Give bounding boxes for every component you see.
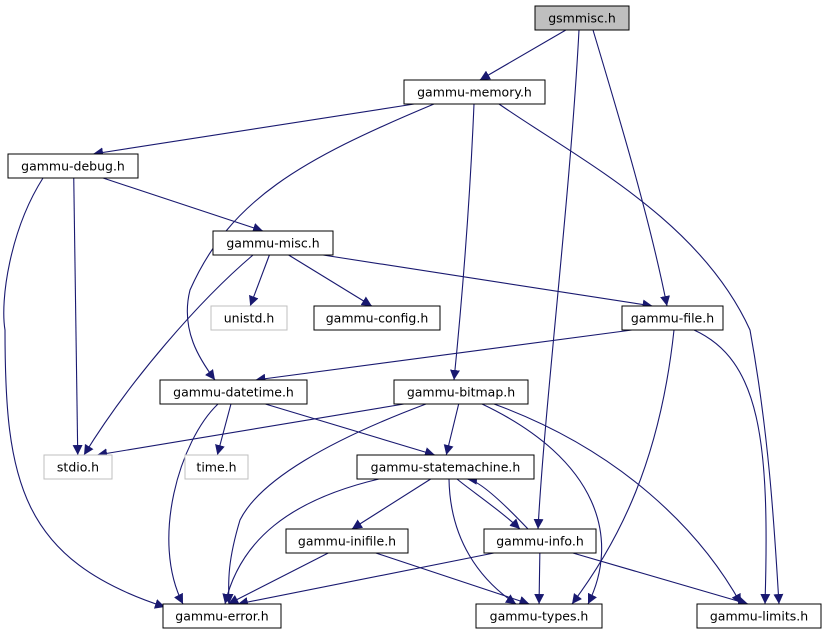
node-box-misc: [212, 230, 334, 256]
edge-file-to-datetime: [255, 329, 633, 384]
edge-misc-to-unistd: [249, 254, 270, 307]
edge-misc-to-stdio: [83, 254, 254, 456]
node-box-statemachine: [356, 454, 535, 480]
node-error[interactable]: gammu-error.h: [162, 603, 282, 629]
node-box-error: [162, 603, 282, 629]
node-label-statemachine: gammu-statemachine.h: [371, 460, 521, 475]
node-label-config: gammu-config.h: [326, 311, 429, 326]
node-limits[interactable]: gammu-limits.h: [696, 603, 822, 629]
edge-datetime-to-statemachine: [265, 403, 436, 457]
edge-file-to-types: [571, 329, 675, 605]
node-label-types: gammu-types.h: [490, 609, 589, 624]
node-box-time: [184, 454, 249, 480]
edge-info-to-types: [534, 552, 545, 605]
node-misc[interactable]: gammu-misc.h: [212, 230, 334, 256]
edge-debug-to-error: [3, 177, 166, 609]
node-unistd: unistd.h: [210, 305, 288, 331]
node-box-debug: [7, 153, 139, 179]
node-box-limits: [696, 603, 822, 629]
edge-bitmap-to-stdio: [97, 403, 405, 459]
node-label-debug: gammu-debug.h: [21, 159, 125, 174]
edge-misc-to-file: [322, 254, 653, 310]
node-debug[interactable]: gammu-debug.h: [7, 153, 139, 179]
node-box-types: [475, 603, 603, 629]
edge-datetime-to-error: [168, 403, 219, 605]
edge-memory-to-datetime: [186, 103, 435, 381]
edge-misc-to-config: [288, 254, 373, 307]
node-box-bitmap: [393, 379, 529, 405]
node-box-unistd: [210, 305, 288, 331]
node-label-inifile: gammu-inifile.h: [298, 534, 396, 549]
edge-statemachine-to-info: [456, 478, 521, 530]
edge-statemachine-to-inifile: [351, 478, 432, 530]
node-label-limits: gammu-limits.h: [710, 609, 808, 624]
node-label-time: time.h: [196, 460, 236, 475]
node-label-error: gammu-error.h: [175, 609, 268, 624]
node-file[interactable]: gammu-file.h: [621, 305, 724, 331]
node-stdio: stdio.h: [43, 454, 113, 480]
node-box-stdio: [43, 454, 113, 480]
node-label-misc: gammu-misc.h: [226, 236, 319, 251]
node-box-memory: [403, 79, 546, 105]
edge-bitmap-to-statemachine: [443, 403, 460, 456]
node-memory[interactable]: gammu-memory.h: [403, 79, 546, 105]
edge-bitmap-to-types: [481, 403, 603, 605]
edge-debug-to-stdio: [72, 177, 83, 456]
node-bitmap[interactable]: gammu-bitmap.h: [393, 379, 529, 405]
node-box-datetime: [159, 379, 308, 405]
edge-bitmap-to-error: [223, 403, 427, 605]
edge-file-to-limits: [693, 329, 771, 605]
node-box-inifile: [285, 528, 409, 554]
node-label-unistd: unistd.h: [224, 311, 275, 326]
node-label-datetime: gammu-datetime.h: [173, 385, 294, 400]
edge-datetime-to-time: [215, 403, 232, 456]
node-config[interactable]: gammu-config.h: [313, 305, 441, 331]
node-gsmmisc[interactable]: gsmmisc.h: [534, 5, 630, 31]
node-types[interactable]: gammu-types.h: [475, 603, 603, 629]
edge-gsmmisc-to-info: [533, 29, 580, 530]
edge-gsmmisc-to-memory: [479, 29, 567, 81]
node-label-gsmmisc: gsmmisc.h: [548, 11, 616, 26]
node-info[interactable]: gammu-info.h: [483, 528, 597, 554]
edge-debug-to-misc: [102, 177, 264, 233]
edge-memory-to-debug: [92, 103, 415, 158]
edge-info-to-statemachine: [466, 474, 529, 530]
node-box-config: [313, 305, 441, 331]
node-datetime[interactable]: gammu-datetime.h: [159, 379, 308, 405]
edge-info-to-limits: [572, 552, 749, 607]
node-box-info: [483, 528, 597, 554]
edge-memory-to-limits: [498, 103, 784, 605]
edge-info-to-error: [237, 552, 495, 607]
node-box-gsmmisc: [534, 5, 630, 31]
nodes-layer: gsmmisc.h gammu-memory.h gammu-debug.h gamm…: [7, 5, 822, 629]
node-inifile[interactable]: gammu-inifile.h: [285, 528, 409, 554]
edge-inifile-to-error: [228, 552, 329, 605]
node-label-stdio: stdio.h: [57, 460, 99, 475]
edge-bitmap-to-limits: [493, 403, 742, 605]
node-label-bitmap: gammu-bitmap.h: [407, 385, 515, 400]
edge-inifile-to-types: [375, 552, 530, 606]
node-time: time.h: [184, 454, 249, 480]
node-label-info: gammu-info.h: [496, 534, 584, 549]
edge-memory-to-bitmap: [450, 103, 475, 381]
node-box-file: [621, 305, 724, 331]
node-label-file: gammu-file.h: [631, 311, 714, 326]
node-statemachine[interactable]: gammu-statemachine.h: [356, 454, 535, 480]
node-label-memory: gammu-memory.h: [417, 85, 532, 100]
edge-statemachine-to-error: [222, 478, 380, 605]
edges-layer: [3, 29, 784, 609]
edge-gsmmisc-to-file: [592, 29, 670, 307]
